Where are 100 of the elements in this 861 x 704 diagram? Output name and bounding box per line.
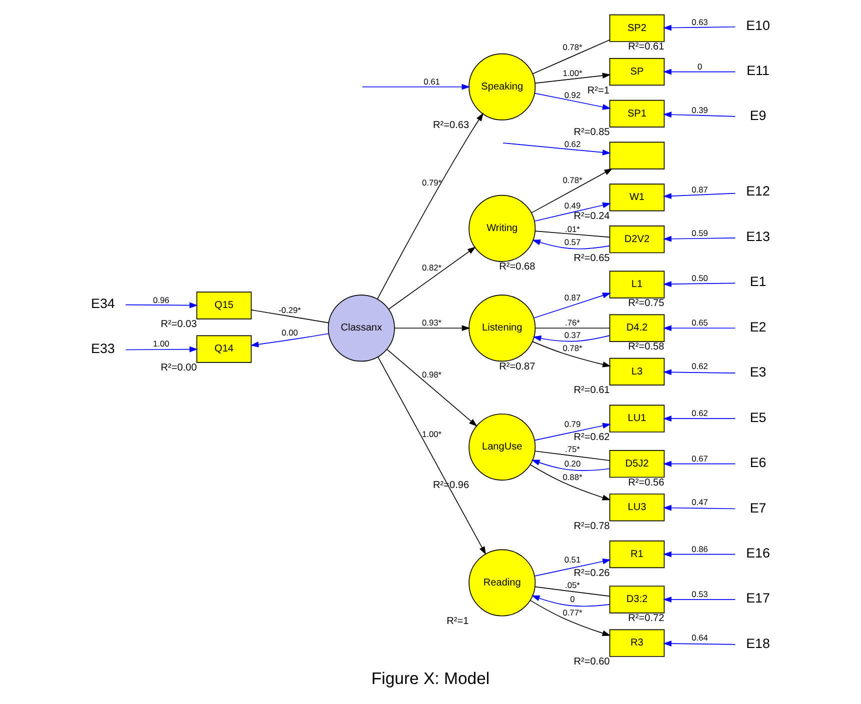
node-text: E33 [91,341,115,356]
arrow [377,112,484,300]
arrow [663,596,736,602]
edge-label: .75* [565,444,580,454]
node-text: E1 [750,274,766,290]
edge-label: 0.20 [564,458,581,468]
node-text: E7 [750,500,766,516]
node-circle: Listening [468,294,536,362]
arrow [532,341,611,368]
edge-label: 0.98* [422,370,442,380]
connector [250,310,330,324]
arrow [663,369,736,376]
edge-label: 0.49 [564,200,581,210]
edge-label: 0.47 [692,496,708,507]
node-label: R²=0.58 [628,342,664,353]
arrow [125,302,198,308]
edge-label: 0.86 [692,544,708,554]
edge-label: 0.92 [564,90,581,100]
arrow [250,333,329,348]
node-text: E10 [746,18,770,33]
arrow [663,192,736,199]
arrow [502,142,611,156]
edge-label: 0.50 [692,273,708,284]
node-box: SP [609,58,665,86]
node-label: R²=1 [446,616,469,627]
arrow [532,240,610,250]
arrow [530,464,611,500]
node-box: SP2 [609,14,665,42]
arrow [663,68,736,75]
edge-label: 0 [570,594,575,604]
edge-label: 0.59 [692,228,708,238]
arrow [663,416,736,422]
node-box: Q14 [196,335,252,363]
node-box: LU3 [609,494,665,522]
edge-label: 0.61 [424,76,440,86]
arrow [530,600,611,636]
node-box: D3:2 [609,586,665,614]
edge-label: 0.82* [422,262,442,272]
node-label: R²=0.60 [574,656,610,668]
arrow [663,504,736,511]
node-text: E34 [91,296,115,311]
connector [534,450,610,461]
edge-label: 0.78* [562,342,582,353]
node-label: R²=1 [587,85,610,96]
node-label: R²=0.61 [574,385,610,396]
connector [535,328,610,329]
edge-label: 0 [697,61,702,72]
arrow [534,202,611,222]
node-text: E12 [746,184,770,199]
edge-label: 0.87 [564,292,581,302]
arrow [663,24,736,31]
edge-label: 0.62 [692,408,708,418]
node-circle: Classanx [328,294,395,362]
arrow [533,292,611,318]
edge-label: .05* [565,580,580,590]
edge-label: 0.39 [692,104,708,115]
node-box: LU1 [609,404,665,432]
node-box: R1 [609,540,665,568]
edge-label: 1.00* [562,68,582,78]
connector [534,230,610,238]
edge-label: .01* [565,224,580,234]
arrow [663,281,736,288]
edge-label: 0.65 [692,318,708,328]
edge-label: 1.00* [422,429,442,440]
arrow [378,356,486,555]
arrow [125,346,198,352]
node-label: R²=0.61 [628,42,664,53]
edge-label: 0.63 [692,16,708,27]
node-text: E5 [750,410,766,425]
node-text: E11 [746,62,770,78]
node-text: E17 [746,590,770,606]
arrow [663,551,736,558]
arrow [531,168,613,214]
arrow [362,84,470,90]
node-text: E6 [750,455,766,470]
edge-label: 0.78* [562,42,582,52]
node-box: W1 [609,184,665,212]
node-box: L3 [609,358,665,386]
node-box: L1 [609,270,665,298]
arrow [534,92,611,110]
node-label: R²=0.63 [433,120,470,132]
edge-label: 0.88* [562,472,582,482]
arrow [534,422,611,441]
node-text: E2 [750,319,766,334]
node-label: R²=0.65 [574,252,610,264]
edge-label: 0.62 [692,361,708,372]
node-circle: Writing [468,194,536,262]
node-label: R²=0.24 [574,210,610,222]
node-text: E16 [746,545,770,560]
arrow [394,325,470,332]
edge-label: 0.87 [692,184,708,194]
arrow [531,595,610,607]
arrow [388,246,476,310]
node-text: E13 [746,228,770,244]
arrow [663,640,736,646]
node-box: D4.2 [609,314,665,342]
edge-label: 0.00 [282,328,298,338]
node-label: R²=0.68 [499,262,536,273]
edge-label: 0.67 [692,453,708,464]
edge-label: 0.93* [422,318,442,328]
